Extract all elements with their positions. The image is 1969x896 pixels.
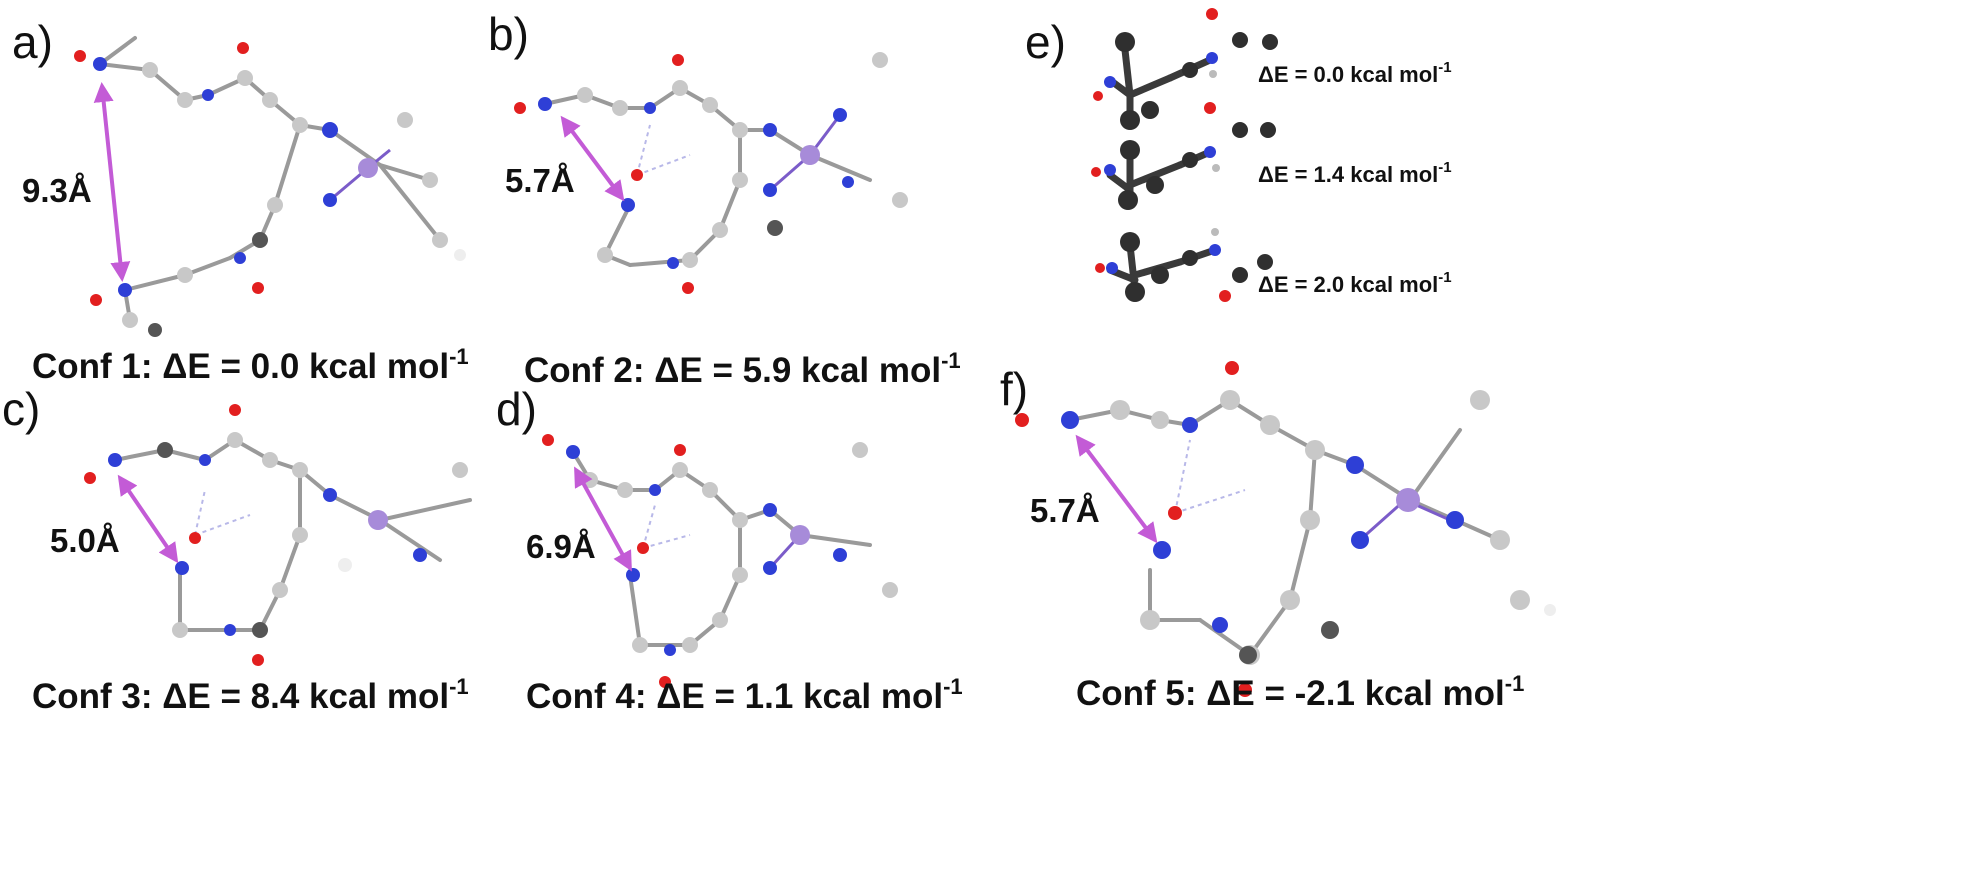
distance-arrow-b bbox=[560, 115, 625, 202]
caption-conf-2: Conf 2: ΔE = 5.9 kcal mol-1 bbox=[524, 348, 961, 390]
distance-arrow-f bbox=[1075, 434, 1158, 544]
ball-model-3 bbox=[1095, 228, 1273, 302]
panel-letter-f: f) bbox=[1000, 363, 1028, 415]
molecule-conf-4 bbox=[542, 434, 898, 688]
panel-e: e) ΔE = 0.0 kcal mol-1 bbox=[1025, 8, 1452, 302]
molecule-conf-3 bbox=[84, 404, 472, 666]
panel-letter-e: e) bbox=[1025, 16, 1066, 68]
caption-conf-4: Conf 4: ΔE = 1.1 kcal mol-1 bbox=[526, 674, 963, 716]
ball-model-2 bbox=[1091, 102, 1276, 210]
distance-label-a: 9.3Å bbox=[22, 172, 92, 209]
energy-label-1: ΔE = 0.0 kcal mol-1 bbox=[1258, 59, 1452, 87]
panel-letter-c: c) bbox=[2, 383, 40, 435]
distance-arrow-d bbox=[574, 466, 632, 572]
ball-model-1 bbox=[1093, 8, 1278, 130]
distance-label-b: 5.7Å bbox=[505, 162, 575, 199]
panel-f: f) bbox=[1000, 361, 1556, 713]
panel-letter-a: a) bbox=[12, 16, 53, 68]
distance-label-c: 5.0Å bbox=[50, 522, 120, 559]
caption-conf-3: Conf 3: ΔE = 8.4 kcal mol-1 bbox=[32, 674, 469, 716]
caption-conf-5: Conf 5: ΔE = -2.1 kcal mol-1 bbox=[1076, 671, 1524, 713]
panel-d: d) bbox=[496, 383, 963, 716]
panel-c: c) bbox=[2, 383, 472, 716]
distance-label-d: 6.9Å bbox=[526, 528, 596, 565]
energy-label-2: ΔE = 1.4 kcal mol-1 bbox=[1258, 159, 1452, 187]
distance-arrow-a bbox=[93, 82, 131, 282]
energy-label-3: ΔE = 2.0 kcal mol-1 bbox=[1258, 269, 1452, 297]
molecule-conf-5 bbox=[1015, 361, 1556, 697]
molecule-conf-1 bbox=[74, 36, 466, 337]
molecule-conf-2 bbox=[514, 52, 908, 294]
distance-arrow-c bbox=[117, 474, 179, 564]
panel-letter-d: d) bbox=[496, 383, 537, 435]
panel-letter-b: b) bbox=[488, 8, 529, 60]
panel-a: a) bbox=[12, 16, 469, 386]
caption-conf-1: Conf 1: ΔE = 0.0 kcal mol-1 bbox=[32, 344, 469, 386]
distance-label-f: 5.7Å bbox=[1030, 492, 1100, 529]
panel-b: b) bbox=[488, 8, 961, 390]
